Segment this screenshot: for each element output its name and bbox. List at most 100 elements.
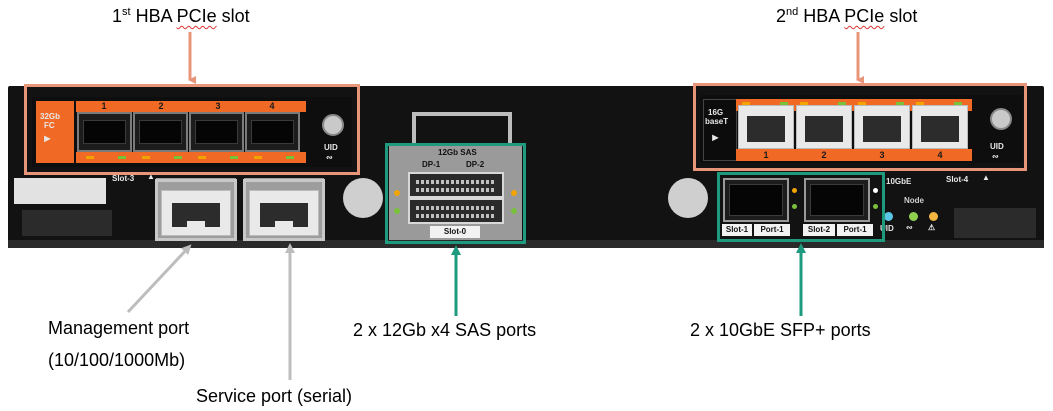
- slot-0-label: Slot-0: [430, 226, 480, 238]
- baset-port-3[interactable]: [854, 105, 910, 149]
- slot-3-label: Slot-3: [112, 174, 135, 183]
- mgmt-arrow: [126, 244, 192, 314]
- sas-highlight-box: [385, 143, 526, 244]
- slot-3-arrow-icon: ▲: [147, 172, 155, 181]
- warning-icon: ⚠: [928, 223, 936, 232]
- sas-title: 12Gb SAS: [438, 148, 477, 157]
- fc-type-label-1: 32Gb: [40, 112, 61, 121]
- node-uid-label: UID: [880, 224, 894, 233]
- mgmt-port-callout-line1: Management port: [48, 318, 190, 338]
- baset-port-number-1: 1: [763, 150, 769, 160]
- node-warning-led: [929, 212, 938, 221]
- sfp-speed-label: 10GbE: [886, 177, 912, 186]
- sfp-slot-1-label: Slot-1: [722, 224, 752, 236]
- baset-port-number-4: 4: [937, 150, 943, 160]
- sas-led: [394, 190, 400, 196]
- baset-port-number-3: 3: [879, 150, 885, 160]
- baset-led: [954, 102, 962, 105]
- fc-led: [86, 156, 94, 159]
- baset-port-2[interactable]: [796, 105, 852, 149]
- sas-port-dp1[interactable]: [408, 172, 504, 198]
- management-port[interactable]: [161, 190, 231, 236]
- sas-handle[interactable]: [412, 112, 512, 152]
- left-bezel-panel: [14, 178, 106, 204]
- chassis-bottom-edge: [8, 240, 1044, 248]
- sas-led: [511, 208, 517, 214]
- baset-port-number-2: 2: [821, 150, 827, 160]
- baset-port-4[interactable]: [912, 105, 968, 149]
- sas-led: [511, 190, 517, 196]
- sfp-led: [873, 204, 878, 209]
- sfp-led: [792, 188, 797, 193]
- fc-port-1[interactable]: [77, 112, 132, 152]
- sas-led: [394, 208, 400, 214]
- node-label: Node: [904, 196, 924, 205]
- baset-port-1[interactable]: [738, 105, 794, 149]
- right-thumbscrew[interactable]: [668, 178, 708, 218]
- play-arrow-icon: ►: [710, 132, 721, 144]
- baset-port-number-strip: [736, 149, 972, 161]
- fc-type-label-2: FC: [44, 121, 55, 130]
- sfp-highlight-box: [717, 172, 885, 242]
- fc-uid-button-icon[interactable]: [322, 114, 344, 136]
- fc-port-number-2: 2: [158, 101, 164, 111]
- node-uid-led: [884, 212, 893, 221]
- fc-led: [174, 156, 182, 159]
- sfp-ports-callout: 2 x 10GbE SFP+ ports: [690, 320, 871, 340]
- fc-led: [198, 156, 206, 159]
- fc-led: [254, 156, 262, 159]
- hba1-callout: 1st HBA PCIe slot: [112, 6, 250, 26]
- fc-port-number-strip: [76, 101, 306, 112]
- baset-led: [858, 102, 866, 105]
- baset-led: [838, 102, 846, 105]
- heartbeat-icon: ∾: [906, 223, 913, 232]
- baset-led: [896, 102, 904, 105]
- mgmt-port-callout-line2: (10/100/1000Mb): [48, 350, 186, 370]
- sfp-led: [873, 188, 878, 193]
- left-lower-blank: [22, 210, 112, 236]
- baset-led: [742, 102, 750, 105]
- service-highlight-box: [243, 179, 325, 241]
- fc-port-2[interactable]: [133, 112, 188, 152]
- sfp-port-2[interactable]: [804, 178, 870, 222]
- fc-port-4[interactable]: [245, 112, 300, 152]
- sas-port-dp2[interactable]: [408, 198, 504, 224]
- fc-led: [230, 156, 238, 159]
- fc-port-number-1: 1: [101, 101, 107, 111]
- mgmt-highlight-box: [155, 179, 237, 241]
- fc-port-number-4: 4: [269, 101, 275, 111]
- fc-uid-label: UID: [324, 143, 338, 152]
- hba2-highlight-box: [693, 83, 1027, 171]
- sas-dp2-label: DP-2: [466, 160, 485, 169]
- hba1-highlight-box: [24, 84, 360, 175]
- node-heartbeat-led: [909, 212, 918, 221]
- left-thumbscrew[interactable]: [343, 178, 383, 218]
- service-port[interactable]: [249, 190, 319, 236]
- baset-led: [916, 102, 924, 105]
- sfp-led: [792, 204, 797, 209]
- baset-led: [800, 102, 808, 105]
- sfp-slot-2-label: Slot-2: [803, 224, 835, 236]
- fc-card-type-tab: [36, 101, 74, 163]
- sfp-port-1[interactable]: [723, 178, 789, 222]
- service-port-callout: Service port (serial): [196, 386, 353, 406]
- sfp-port-2-label: Port-1: [837, 224, 873, 236]
- fc-port-led-strip: [76, 152, 306, 163]
- play-arrow-icon: ►: [42, 133, 53, 145]
- fc-port-3[interactable]: [189, 112, 244, 152]
- baset-type-label-2: baseT: [705, 117, 729, 126]
- sas-ports-callout: 2 x 12Gb x4 SAS ports: [353, 320, 537, 340]
- sas-dp1-label: DP-1: [422, 160, 441, 169]
- baset-led: [780, 102, 788, 105]
- heartbeat-icon: ∾: [992, 152, 999, 161]
- right-lower-blank: [954, 208, 1036, 238]
- fc-led: [142, 156, 150, 159]
- slot-4-label: Slot-4: [946, 175, 969, 184]
- baset-type-tab: [703, 99, 737, 161]
- heartbeat-icon: ∾: [326, 153, 333, 162]
- slot-4-arrow-icon: ▲: [982, 173, 990, 182]
- baset-uid-label: UID: [990, 142, 1004, 151]
- baset-uid-button-icon[interactable]: [990, 108, 1012, 130]
- fc-led: [118, 156, 126, 159]
